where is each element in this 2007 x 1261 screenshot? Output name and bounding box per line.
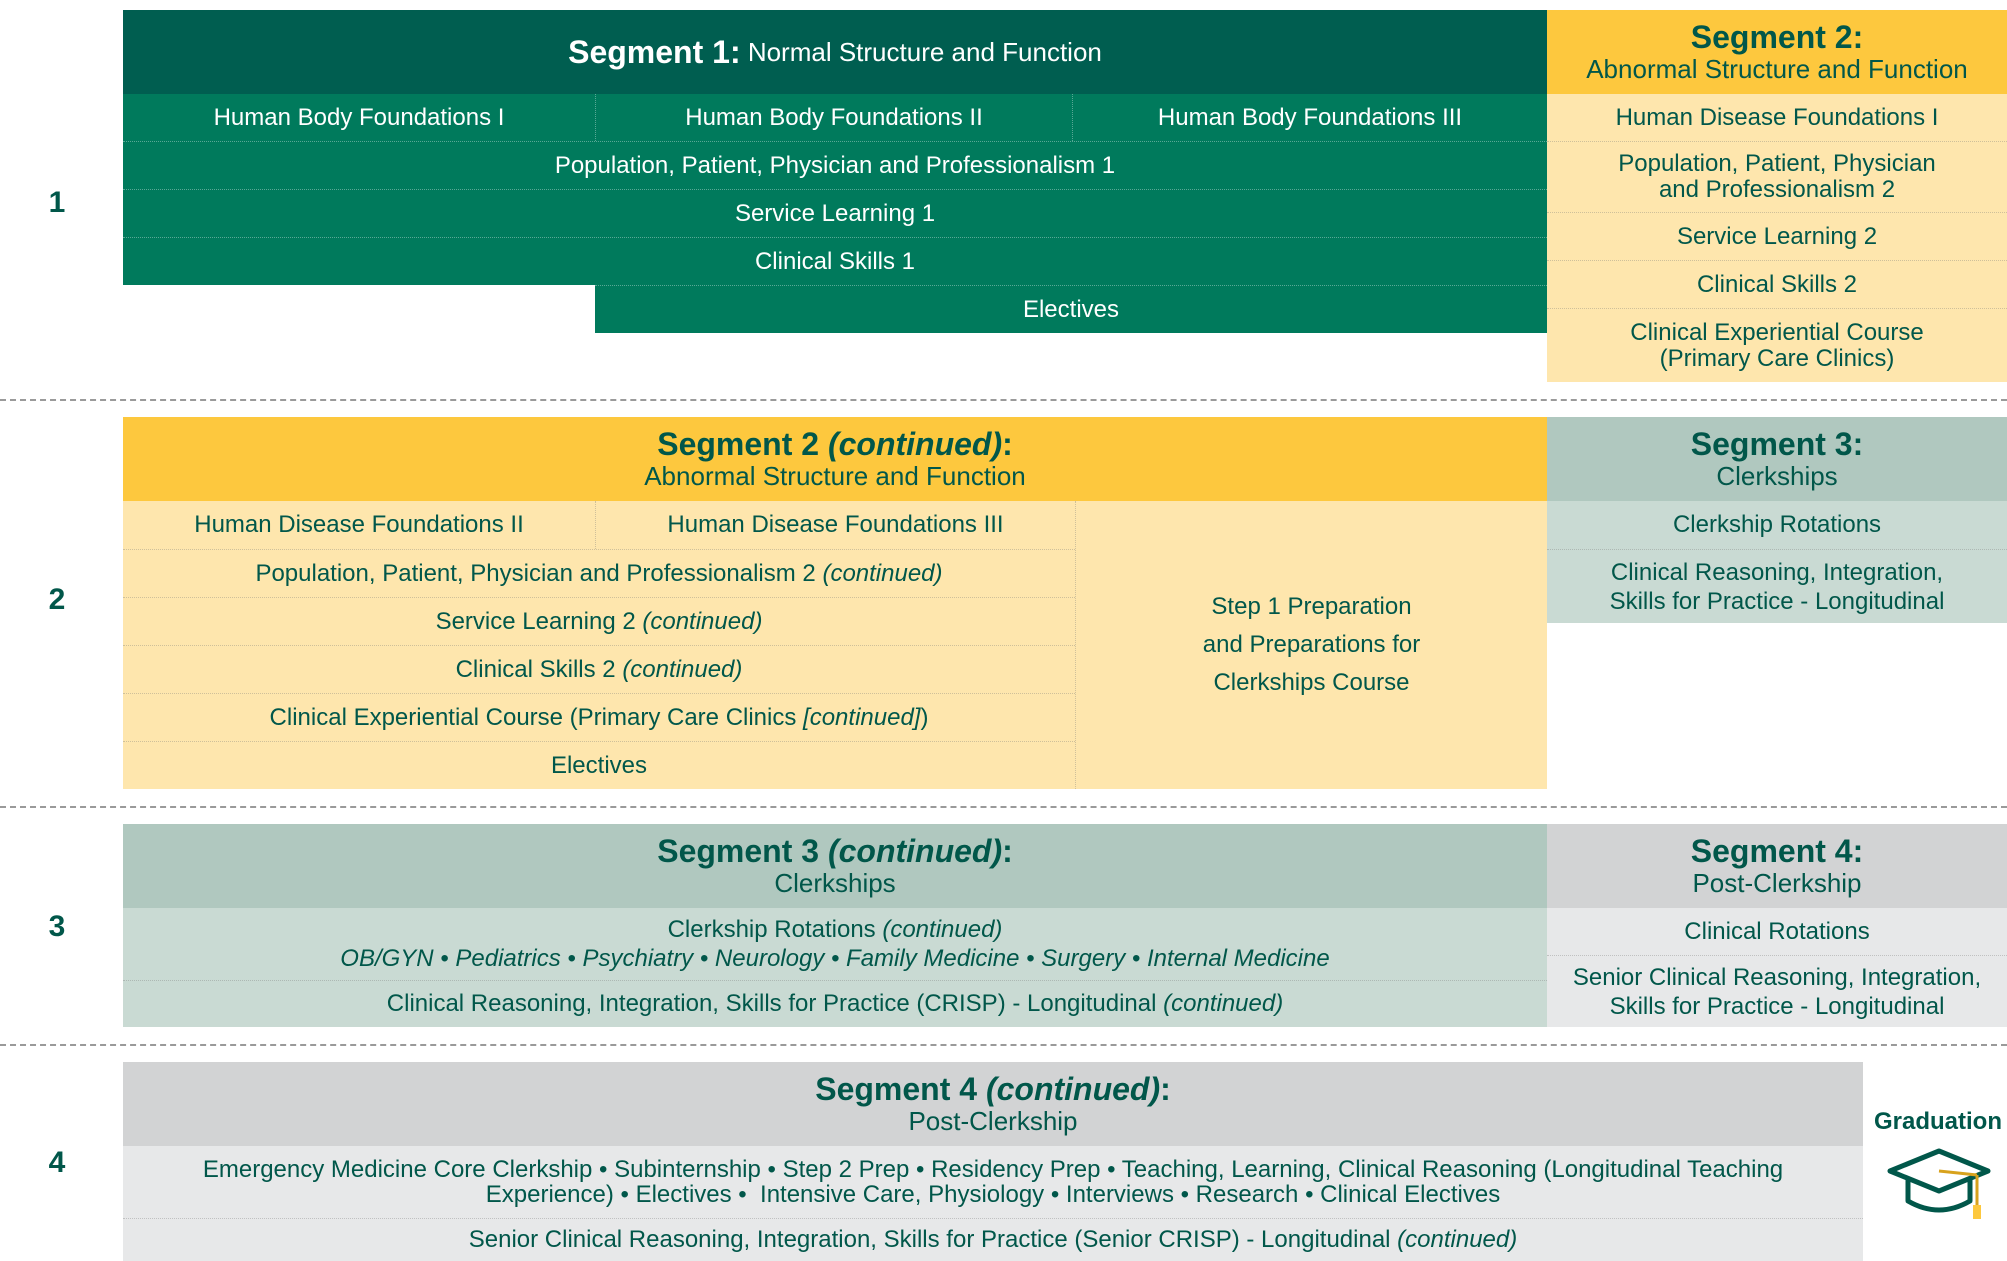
year-label-4: 4 <box>48 1146 66 1179</box>
course-label: Human Disease Foundations I <box>1615 103 1939 131</box>
segment-2-title: Segment 2: <box>1690 19 1864 55</box>
course-label-line-3: Clerkships Course <box>1213 669 1410 696</box>
course-senior-crisp: Senior Clinical Reasoning, Integration, … <box>1547 955 2007 1027</box>
course-label: Human Disease Foundations III <box>667 511 1004 538</box>
year-label-3: 3 <box>48 910 66 943</box>
course-clinical-experiential-continued: Clinical Experiential Course (Primary Ca… <box>123 693 1075 741</box>
course-clinical-skills-2-continued: Clinical Skills 2 (continued) <box>123 645 1075 693</box>
course-label-line-1: Population, Patient, Physician <box>1618 150 1936 177</box>
course-label-line-1: Senior Clinical Reasoning, Integration, <box>1572 963 1982 991</box>
segment-4-header: Segment 4: Post-Clerkship <box>1547 824 2007 908</box>
course-label: Clinical Skills 2 <box>1696 270 1858 298</box>
segment-2-subtitle: Abnormal Structure and Function <box>1586 54 1968 84</box>
course-label: Clinical Skills 1 <box>754 247 916 275</box>
segment-3-continued-subtitle: Clerkships <box>774 868 896 898</box>
year-label-2: 2 <box>48 583 66 616</box>
course-clerkship-rotations: Clerkship Rotations <box>1547 501 2007 549</box>
course-label-line-2: and Preparations for <box>1202 631 1421 658</box>
course-electives-year-1: Electives <box>595 285 1547 333</box>
course-step-1-preparation: Step 1 Preparation and Preparations for … <box>1075 501 1547 789</box>
segment-1-title: Segment 1: <box>568 34 741 70</box>
course-label-line-1: Clinical Experiential Course <box>1630 318 1924 346</box>
course-label: Service Learning 2 <box>1676 222 1878 250</box>
course-label: Service Learning 1 <box>734 199 936 227</box>
graduation-label: Graduation <box>1873 1108 2002 1135</box>
segment-3-continued-title: Segment 3 (continued): <box>657 833 1013 869</box>
course-service-learning-2-continued: Service Learning 2 (continued) <box>123 597 1075 645</box>
segment-2-continued-subtitle: Abnormal Structure and Function <box>644 461 1026 491</box>
segment-1-header: Segment 1: Normal Structure and Function <box>123 10 1547 94</box>
course-label: Clinical Rotations <box>1684 917 1870 945</box>
course-human-body-foundations-2: Human Body Foundations II <box>595 94 1072 141</box>
course-label-line-2: and Professionalism 2 <box>1658 176 1896 203</box>
course-label: Electives <box>550 751 648 779</box>
segment-2-header: Segment 2: Abnormal Structure and Functi… <box>1547 10 2007 94</box>
course-clerkship-rotations-continued: Clerkship Rotations (continued) OB/GYN •… <box>123 908 1547 980</box>
graduation-cap-icon <box>1886 1145 1992 1225</box>
course-label: Human Body Foundations II <box>685 103 983 131</box>
course-label-line-1: Step 1 Preparation <box>1211 593 1412 620</box>
segment-3-subtitle: Clerkships <box>1716 461 1838 491</box>
course-label: Clinical Reasoning, Integration, Skills … <box>386 990 1284 1017</box>
segment-2-continued-title: Segment 2 (continued): <box>657 426 1013 462</box>
segment-1-subtitle: Normal Structure and Function <box>740 37 1102 67</box>
course-service-learning-2: Service Learning 2 <box>1547 212 2007 260</box>
course-label-line-1: Clinical Reasoning, Integration, <box>1610 558 1944 586</box>
segment-4-title: Segment 4: <box>1690 833 1864 869</box>
course-electives-year-2: Electives <box>123 741 1075 789</box>
year-divider <box>0 399 2007 401</box>
course-clinical-experiential: Clinical Experiential Course (Primary Ca… <box>1547 308 2007 382</box>
segment-4-subtitle: Post-Clerkship <box>1692 868 1862 898</box>
segment-2-continued-header: Segment 2 (continued): Abnormal Structur… <box>123 417 1547 501</box>
course-human-body-foundations-1: Human Body Foundations I <box>123 94 595 141</box>
segment-4-continued-title: Segment 4 (continued): <box>815 1071 1171 1107</box>
course-label-line-1: Emergency Medicine Core Clerkship • Subi… <box>202 1156 1784 1183</box>
course-human-disease-foundations-3: Human Disease Foundations III <box>595 501 1075 549</box>
course-human-body-foundations-3: Human Body Foundations III <box>1072 94 1547 141</box>
course-human-disease-foundations-2: Human Disease Foundations II <box>123 501 595 549</box>
course-label-line-2: Skills for Practice - Longitudinal <box>1609 992 1945 1020</box>
course-crisp-longitudinal: Clinical Reasoning, Integration, Skills … <box>1547 549 2007 623</box>
course-senior-crisp-continued: Senior Clinical Reasoning, Integration, … <box>123 1218 1863 1261</box>
segment-3-title: Segment 3: <box>1690 426 1864 462</box>
course-label: Senior Clinical Reasoning, Integration, … <box>468 1226 1518 1253</box>
segment-3-continued-header: Segment 3 (continued): Clerkships <box>123 824 1547 908</box>
course-label-line-2: Experience) • Electives • Intensive Care… <box>485 1181 1501 1208</box>
segment-4-continued-header: Segment 4 (continued): Post-Clerkship <box>123 1062 1863 1146</box>
course-label: Clinical Skills 2 (continued) <box>455 655 743 683</box>
course-clinical-skills-1: Clinical Skills 1 <box>123 237 1547 285</box>
course-label: Electives <box>1022 295 1120 323</box>
year-divider <box>0 806 2007 808</box>
year-divider <box>0 1044 2007 1046</box>
segment-3-header: Segment 3: Clerkships <box>1547 417 2007 501</box>
course-post-clerkship-list: Emergency Medicine Core Clerkship • Subi… <box>123 1146 1863 1218</box>
course-service-learning-1: Service Learning 1 <box>123 189 1547 237</box>
course-pppp-2-continued: Population, Patient, Physician and Profe… <box>123 549 1075 597</box>
course-label: Human Disease Foundations II <box>194 511 524 538</box>
course-crisp-continued: Clinical Reasoning, Integration, Skills … <box>123 980 1547 1027</box>
course-label: Population, Patient, Physician and Profe… <box>255 559 943 587</box>
course-label: Service Learning 2 (continued) <box>435 607 763 635</box>
course-label: Human Body Foundations III <box>1157 103 1463 131</box>
course-label: Human Body Foundations I <box>213 103 505 131</box>
year-label-1: 1 <box>48 186 66 219</box>
course-label-line-2: (Primary Care Clinics) <box>1659 344 1895 372</box>
course-human-disease-foundations-1: Human Disease Foundations I <box>1547 94 2007 141</box>
course-clinical-skills-2: Clinical Skills 2 <box>1547 260 2007 308</box>
course-label: Clerkship Rotations <box>1672 511 1882 538</box>
course-pppp-1: Population, Patient, Physician and Profe… <box>123 141 1547 189</box>
course-pppp-2: Population, Patient, Physician and Profe… <box>1547 141 2007 212</box>
course-label: Clinical Experiential Course (Primary Ca… <box>269 703 929 731</box>
course-label-line-2: Skills for Practice - Longitudinal <box>1609 587 1945 615</box>
course-clinical-rotations: Clinical Rotations <box>1547 908 2007 955</box>
course-label: Population, Patient, Physician and Profe… <box>554 151 1116 179</box>
course-label-line-1: Clerkship Rotations (continued) <box>667 916 1003 943</box>
segment-4-continued-subtitle: Post-Clerkship <box>908 1106 1078 1136</box>
rotation-list: OB/GYN • Pediatrics • Psychiatry • Neuro… <box>340 945 1330 972</box>
